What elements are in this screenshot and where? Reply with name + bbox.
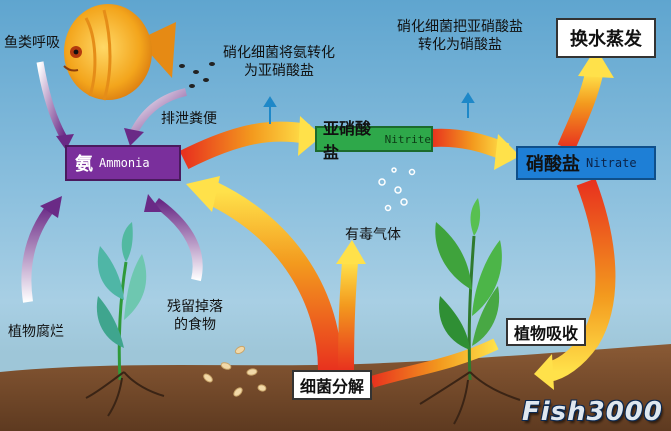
ammonia-label-zh: 氨	[75, 154, 93, 175]
ammonia-label-en: Ammonia	[99, 156, 150, 170]
leftover-food-label: 残留掉落的食物	[167, 299, 223, 333]
fish-waste-label: 排泄粪便	[161, 111, 217, 127]
nitrify-ammonia-label: 硝化细菌将氨转化为亚硝酸盐	[223, 45, 335, 79]
waste-pellets	[179, 62, 215, 88]
evaporation-box: 换水蒸发	[556, 18, 656, 58]
nitrate-label-zh: 硝酸盐	[526, 154, 580, 175]
cyan-up-arrows	[263, 92, 475, 124]
nitrify-nitrite-label: 硝化细菌把亚硝酸盐转化为硝酸盐	[397, 19, 523, 53]
toxic-gas-label: 有毒气体	[345, 227, 401, 243]
nitrate-box: 硝酸盐 Nitrate	[516, 146, 656, 180]
bacteria-decompose-box: 细菌分解	[292, 370, 372, 400]
nitrate-label-en: Nitrate	[586, 156, 637, 170]
bacteria-decompose-label: 细菌分解	[299, 377, 364, 396]
right-plant	[419, 198, 521, 425]
nitrite-label-en: Nitrite	[384, 132, 431, 146]
fish3000-logo: Fish3000	[521, 397, 663, 427]
fish-icon	[63, 4, 176, 101]
fish-breathing-label: 鱼类呼吸	[4, 35, 60, 51]
food-crumbs	[203, 345, 267, 397]
purple-input-arrows	[21, 61, 203, 303]
nitrite-label-zh: 亚硝酸盐	[323, 119, 372, 162]
plant-decay-label: 植物腐烂	[8, 324, 64, 340]
nitrite-box: 亚硝酸盐 Nitrite	[315, 119, 433, 162]
plant-absorb-box: 植物吸收	[506, 318, 586, 346]
evaporation-label: 换水蒸发	[570, 29, 642, 50]
flow-arrows	[179, 48, 616, 390]
bubbles	[378, 167, 416, 212]
plant-absorb-label: 植物吸收	[513, 324, 578, 343]
left-plant	[85, 222, 165, 417]
ammonia-box: 氨 Ammonia	[65, 145, 181, 181]
